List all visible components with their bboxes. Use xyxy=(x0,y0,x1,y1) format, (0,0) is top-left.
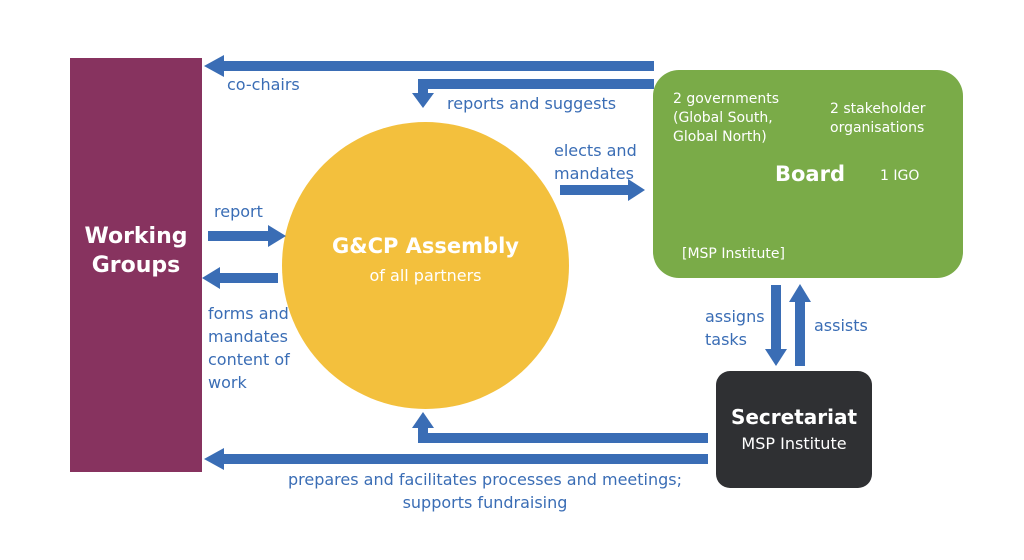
working-groups-title-line2: Groups xyxy=(91,253,181,278)
board-stakeholders-line2: organisations xyxy=(830,120,925,136)
label-elects-mandates: elects and mandates xyxy=(554,139,637,185)
secretariat-title: Secretariat xyxy=(730,405,858,429)
working-groups-title-line1: Working xyxy=(84,224,188,249)
label-prepares-line1: prepares and facilitates processes and m… xyxy=(287,470,682,489)
label-assists: assists xyxy=(814,316,868,335)
label-elects-line2: mandates xyxy=(554,164,634,183)
board-governments-line3: Global North) xyxy=(673,129,767,145)
arrow-prepares xyxy=(204,448,708,470)
assembly-title: G&CP Assembly xyxy=(332,234,519,258)
arrow-assists xyxy=(789,284,811,366)
assembly-circle xyxy=(282,122,569,409)
label-assigns-tasks: assigns tasks xyxy=(705,305,765,351)
label-prepares: prepares and facilitates processes and m… xyxy=(200,468,770,514)
label-assigns-line1: assigns xyxy=(705,307,765,326)
label-report: report xyxy=(214,202,263,221)
secretariat-subtitle: MSP Institute xyxy=(741,434,847,453)
working-groups-title: Working Groups xyxy=(70,222,202,280)
board-box xyxy=(653,70,963,278)
label-co-chairs: co-chairs xyxy=(227,75,300,94)
arrow-elects-mandates xyxy=(560,179,645,201)
label-forms-line3: content of xyxy=(208,350,290,369)
board-governments: 2 governments (Global South, Global Nort… xyxy=(673,90,779,147)
label-reports-suggests: reports and suggests xyxy=(447,94,617,113)
board-stakeholders-line1: 2 stakeholder xyxy=(830,101,926,117)
board-msp-institute: [MSP Institute] xyxy=(682,246,785,262)
label-prepares-line2: supports fundraising xyxy=(402,493,568,512)
board-title: Board xyxy=(775,162,845,186)
arrow-secretariat-assembly xyxy=(412,412,708,443)
label-forms-line1: forms and xyxy=(208,304,289,323)
assembly-subtitle: of all partners xyxy=(369,266,482,285)
arrow-report xyxy=(208,225,286,247)
arrow-co-chairs xyxy=(204,55,654,77)
arrow-assigns-tasks xyxy=(765,285,787,366)
label-forms-line2: mandates xyxy=(208,327,288,346)
label-assigns-line2: tasks xyxy=(705,330,748,349)
label-forms-line4: work xyxy=(208,373,247,392)
arrow-reports-suggests xyxy=(412,79,654,108)
secretariat-box xyxy=(716,371,872,488)
board-stakeholders: 2 stakeholder organisations xyxy=(830,100,926,138)
arrow-forms-mandates xyxy=(202,267,278,289)
label-forms-mandates: forms and mandates content of work xyxy=(208,302,290,394)
working-groups-box xyxy=(70,58,202,472)
board-governments-line1: 2 governments xyxy=(673,91,779,107)
board-governments-line2: (Global South, xyxy=(673,110,773,126)
label-elects-line1: elects and xyxy=(554,141,637,160)
board-igo: 1 IGO xyxy=(880,168,920,184)
